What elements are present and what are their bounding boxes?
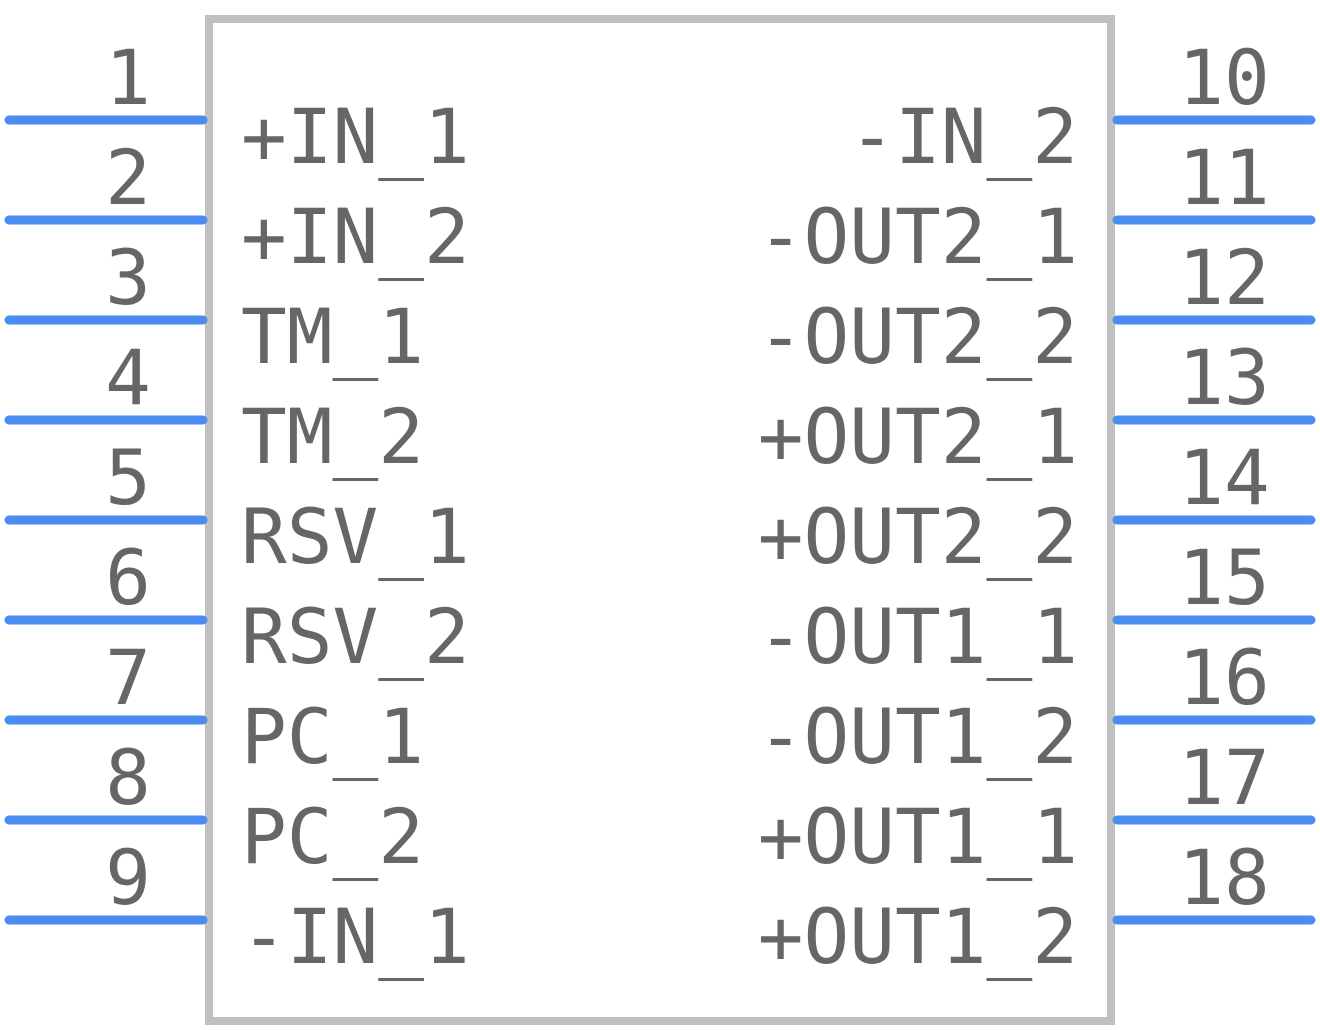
pin-number-14: 14 <box>1178 433 1270 522</box>
pin-label-16: -OUT1_2 <box>758 692 1078 781</box>
pin-number-4: 4 <box>105 333 151 422</box>
pin-label-8: PC_2 <box>241 792 424 881</box>
pin-label-7: PC_1 <box>241 692 424 781</box>
pin-label-11: -OUT2_1 <box>758 192 1078 281</box>
pin-number-17: 17 <box>1178 733 1270 822</box>
pin-label-2: +IN_2 <box>241 192 470 281</box>
pin-label-4: TM_2 <box>241 392 424 481</box>
pin-label-17: +OUT1_1 <box>758 792 1078 881</box>
pin-number-1: 1 <box>105 33 151 122</box>
pin-label-14: +OUT2_2 <box>758 492 1078 581</box>
pin-number-13: 13 <box>1178 333 1270 422</box>
pin-number-18: 18 <box>1178 833 1270 922</box>
pin-number-11: 11 <box>1178 133 1270 222</box>
pin-number-15: 15 <box>1178 533 1270 622</box>
pin-label-12: -OUT2_2 <box>758 292 1078 381</box>
pin-label-15: -OUT1_1 <box>758 592 1078 681</box>
pin-label-5: RSV_1 <box>241 492 470 581</box>
pin-label-10: -IN_2 <box>849 92 1078 181</box>
right-pin-group: 10 -IN_2 11 -OUT2_1 12 -OUT2_2 13 +OUT2_1 14 +OUT… <box>758 33 1316 981</box>
pin-label-9: -IN_1 <box>241 892 470 981</box>
pin-number-9: 9 <box>105 833 151 922</box>
pin-label-18: +OUT1_2 <box>758 892 1078 981</box>
pin-number-16: 16 <box>1178 633 1270 722</box>
component-body <box>205 15 1115 1025</box>
pin-number-8: 8 <box>105 733 151 822</box>
pin-number-6: 6 <box>105 533 151 622</box>
pin-number-7: 7 <box>105 633 151 722</box>
pin-number-3: 3 <box>105 233 151 322</box>
pin-label-13: +OUT2_1 <box>758 392 1078 481</box>
pin-number-2: 2 <box>105 133 151 222</box>
pin-number-12: 12 <box>1178 233 1270 322</box>
pin-label-3: TM_1 <box>241 292 424 381</box>
pin-number-5: 5 <box>105 433 151 522</box>
pin-number-10: 10 <box>1178 33 1270 122</box>
pin-label-1: +IN_1 <box>241 92 470 181</box>
pin-label-6: RSV_2 <box>241 592 470 681</box>
